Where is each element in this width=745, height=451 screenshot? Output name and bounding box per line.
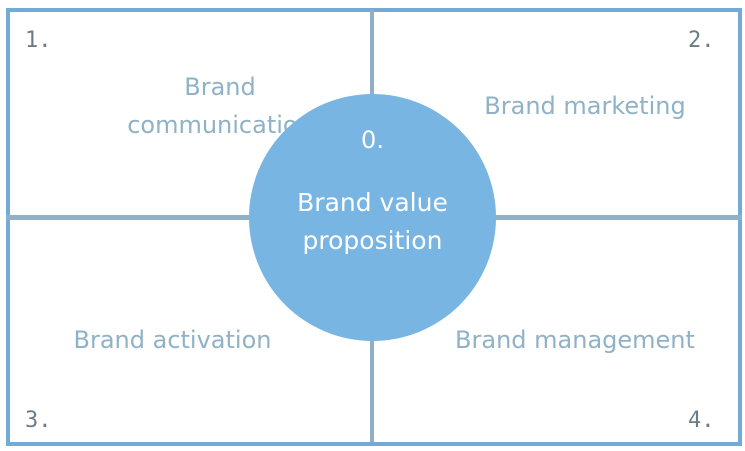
quadrant-2-number: 2. bbox=[688, 28, 715, 53]
quadrant-3-number: 3. bbox=[25, 408, 52, 433]
diagram-frame bbox=[6, 8, 742, 446]
quadrant-1-label-line1: Brand bbox=[184, 73, 256, 101]
center-label-line1: Brand value bbox=[297, 188, 448, 217]
center-label: Brand value proposition bbox=[249, 184, 496, 260]
quadrant-4-number: 4. bbox=[688, 408, 715, 433]
center-number: 0. bbox=[361, 126, 384, 154]
quadrant-3-label: Brand activation bbox=[73, 326, 272, 354]
center-circle: 0. Brand value proposition bbox=[249, 94, 496, 341]
center-label-line2: proposition bbox=[302, 226, 443, 255]
quadrant-1-number: 1. bbox=[25, 28, 52, 53]
quadrant-4-label: Brand management bbox=[455, 326, 695, 354]
quadrant-2-label: Brand marketing bbox=[484, 92, 686, 120]
